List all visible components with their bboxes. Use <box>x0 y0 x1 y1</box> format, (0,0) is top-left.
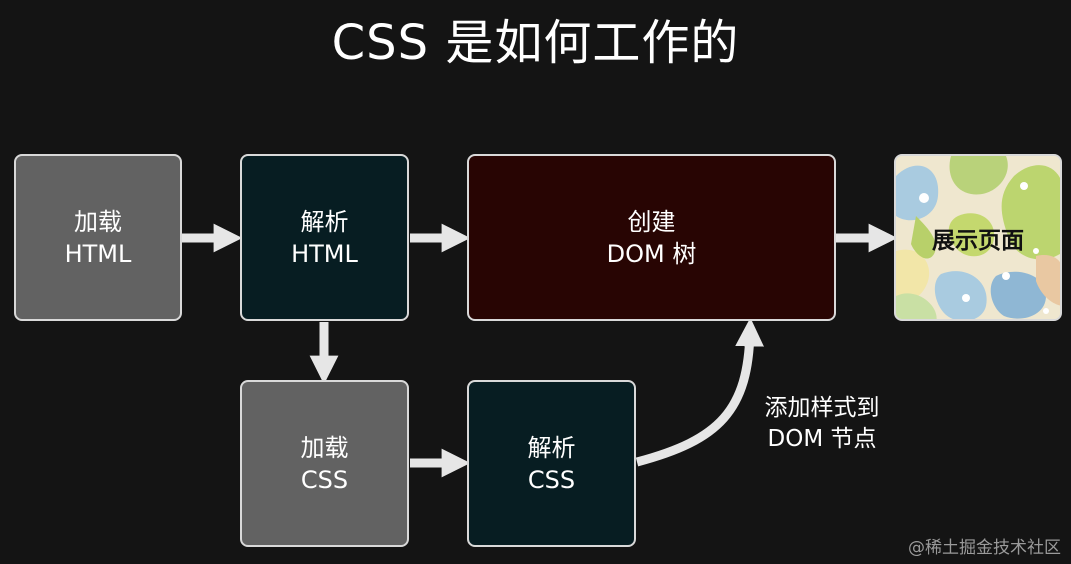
add-style-line2: DOM 节点 <box>767 426 877 452</box>
page-title: CSS 是如何工作的 <box>331 15 740 71</box>
load-html-line2: HTML <box>64 239 132 268</box>
load-css-line2: CSS <box>300 465 349 494</box>
load-html-box: 加载 HTML <box>14 154 182 321</box>
create-dom-line2: DOM 树 <box>606 239 697 268</box>
add-style-label: 添加样式到 DOM 节点 <box>752 393 892 455</box>
arrow-parse-css-to-dom <box>635 317 765 467</box>
parse-html-line1: 解析 <box>300 207 349 236</box>
parse-html-box: 解析 HTML <box>240 154 409 321</box>
create-dom-box: 创建 DOM 树 <box>467 154 836 321</box>
parse-css-line2: CSS <box>527 465 576 494</box>
show-page-box: 展示页面 <box>894 154 1062 321</box>
create-dom-line1: 创建 <box>627 207 676 236</box>
load-css-box: 加载 CSS <box>240 380 409 547</box>
parse-css-box: 解析 CSS <box>467 380 636 547</box>
parse-css-line1: 解析 <box>527 433 576 462</box>
watermark-text: @稀土掘金技术社区 <box>908 538 1061 558</box>
add-style-line1: 添加样式到 <box>764 395 880 421</box>
parse-html-line2: HTML <box>291 239 358 268</box>
load-html-line1: 加载 <box>74 207 122 236</box>
page-pattern-image <box>896 156 1060 319</box>
load-css-line1: 加载 <box>300 433 349 462</box>
show-page-label: 展示页面 <box>932 227 1024 254</box>
